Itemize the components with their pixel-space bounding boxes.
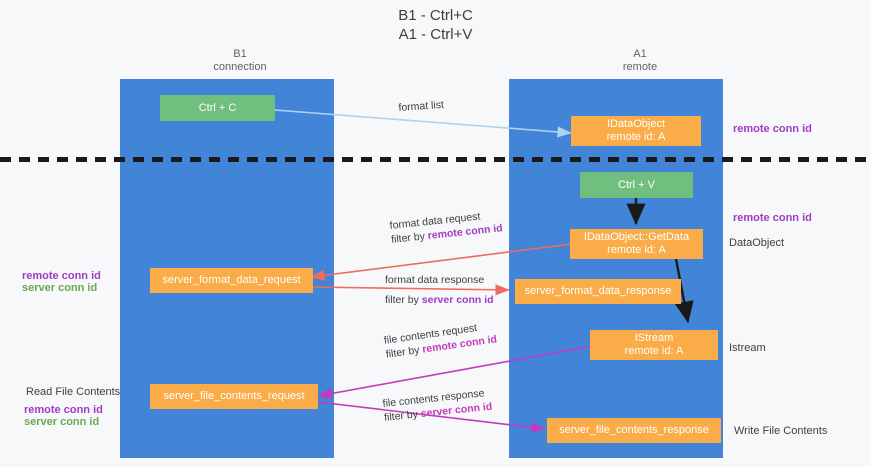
edge-label-file-contents-request: file contents request filter by remote c… bbox=[383, 318, 498, 361]
filter-prefix: filter by bbox=[390, 230, 429, 246]
edge-label-format-list: format list bbox=[398, 98, 444, 115]
filter-prefix: filter by bbox=[383, 408, 422, 424]
side-label-read-file-contents: Read File Contents bbox=[26, 386, 121, 398]
lane-header-a1: A1 remote bbox=[622, 48, 658, 73]
side-label-remote-conn-id-top: remote conn id bbox=[733, 123, 812, 135]
node-server-file-contents-response[interactable]: server_file_contents_response bbox=[547, 418, 721, 443]
node-ctrl-c[interactable]: Ctrl + C bbox=[160, 95, 275, 121]
edge-label-format-data-response-line1: format data response bbox=[385, 274, 485, 286]
edge-label-format-data-response: format data response filter by server co… bbox=[385, 273, 494, 307]
node-istream[interactable]: IStream remote id: A bbox=[590, 330, 718, 360]
filter-emph: server conn id bbox=[421, 294, 494, 306]
node-server-format-data-request[interactable]: server_format_data_request bbox=[150, 268, 313, 293]
node-server-file-contents-request[interactable]: server_file_contents_request bbox=[150, 384, 318, 409]
node-ctrl-v[interactable]: Ctrl + V bbox=[580, 172, 693, 198]
lane-header-b1: B1 connection bbox=[213, 48, 267, 73]
side-label-remote-conn-id-mid: remote conn id bbox=[733, 212, 812, 224]
edge-label-format-list-line1: format list bbox=[398, 98, 445, 114]
side-label-left-server-conn-id-2: server conn id bbox=[24, 416, 100, 428]
edge-label-file-contents-response: file contents response filter by server … bbox=[382, 386, 493, 425]
node-idataobject-getdata[interactable]: IDataObject::GetData remote id: A bbox=[570, 229, 703, 259]
phase-divider bbox=[0, 157, 871, 162]
side-label-left-remote-conn-id-2: remote conn id bbox=[24, 404, 103, 416]
side-label-left-server-conn-id-1: server conn id bbox=[22, 282, 98, 294]
edge-label-format-data-response-filter: filter by server conn id bbox=[385, 293, 494, 307]
side-label-left-remote-conn-id-1: remote conn id bbox=[22, 270, 101, 282]
node-idataobject[interactable]: IDataObject remote id: A bbox=[571, 116, 701, 146]
side-label-istream: Istream bbox=[729, 342, 766, 354]
side-label-dataobject: DataObject bbox=[729, 237, 785, 249]
node-server-format-data-response[interactable]: server_format_data_response bbox=[515, 279, 681, 304]
filter-prefix: filter by bbox=[385, 294, 422, 306]
edge-label-format-data-request: format data request filter by remote con… bbox=[389, 207, 503, 247]
filter-prefix: filter by bbox=[385, 343, 424, 361]
side-label-write-file-contents: Write File Contents bbox=[734, 425, 828, 437]
diagram-title: B1 - Ctrl+C A1 - Ctrl+V bbox=[398, 7, 473, 43]
